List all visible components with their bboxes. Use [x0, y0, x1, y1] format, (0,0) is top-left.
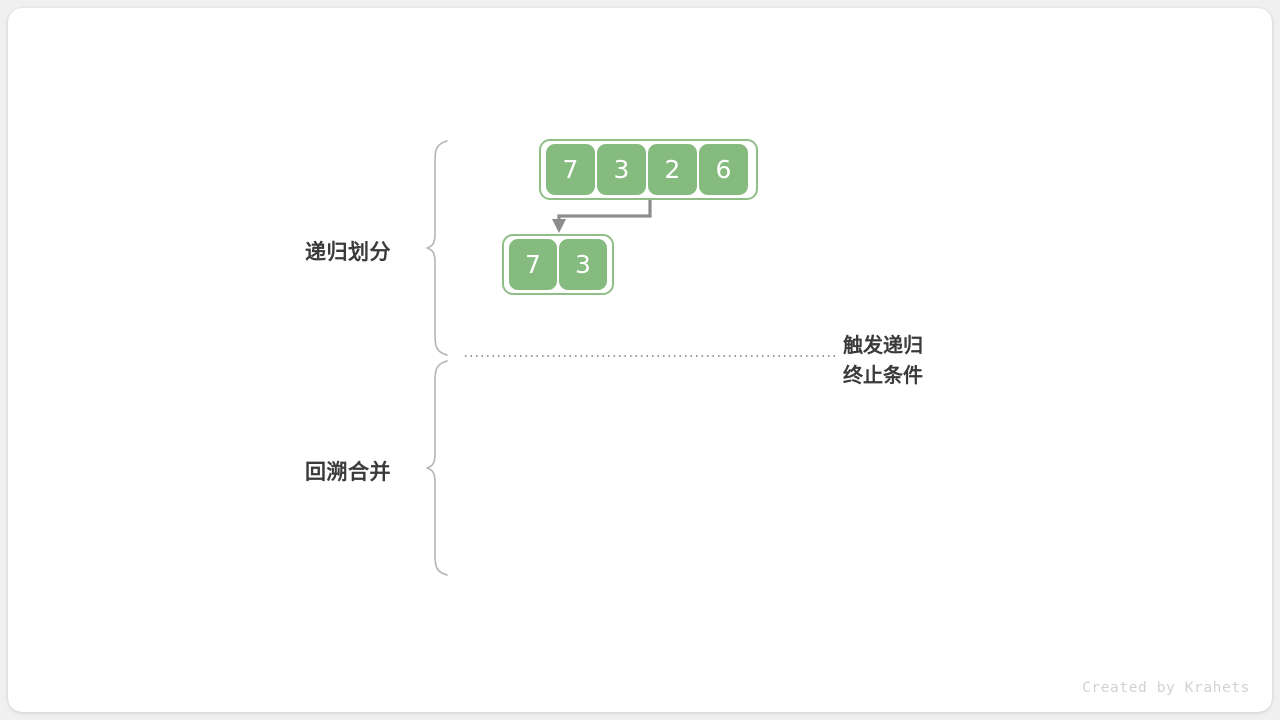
array-root: 7 3 2 6 — [539, 139, 758, 200]
watermark: Created by Krahets — [1082, 680, 1250, 696]
array-cell: 6 — [699, 144, 748, 195]
array-cell: 7 — [546, 144, 595, 195]
annotation-line-2: 终止条件 — [843, 363, 923, 387]
phase-label-divide: 递归划分 — [305, 240, 391, 264]
split-arrow-icon — [552, 194, 652, 233]
annotation-line-1: 触发递归 — [843, 333, 923, 357]
phase-label-merge: 回溯合并 — [305, 460, 391, 484]
brace-divide — [426, 140, 448, 356]
array-left-sub: 7 3 — [502, 234, 614, 295]
array-cell: 7 — [509, 239, 557, 290]
brace-merge — [426, 360, 448, 576]
termination-annotation: 触发递归 终止条件 — [843, 330, 923, 390]
array-cell: 3 — [597, 144, 646, 195]
array-cell: 2 — [648, 144, 697, 195]
array-cell: 3 — [559, 239, 607, 290]
diagram-card — [8, 8, 1272, 712]
